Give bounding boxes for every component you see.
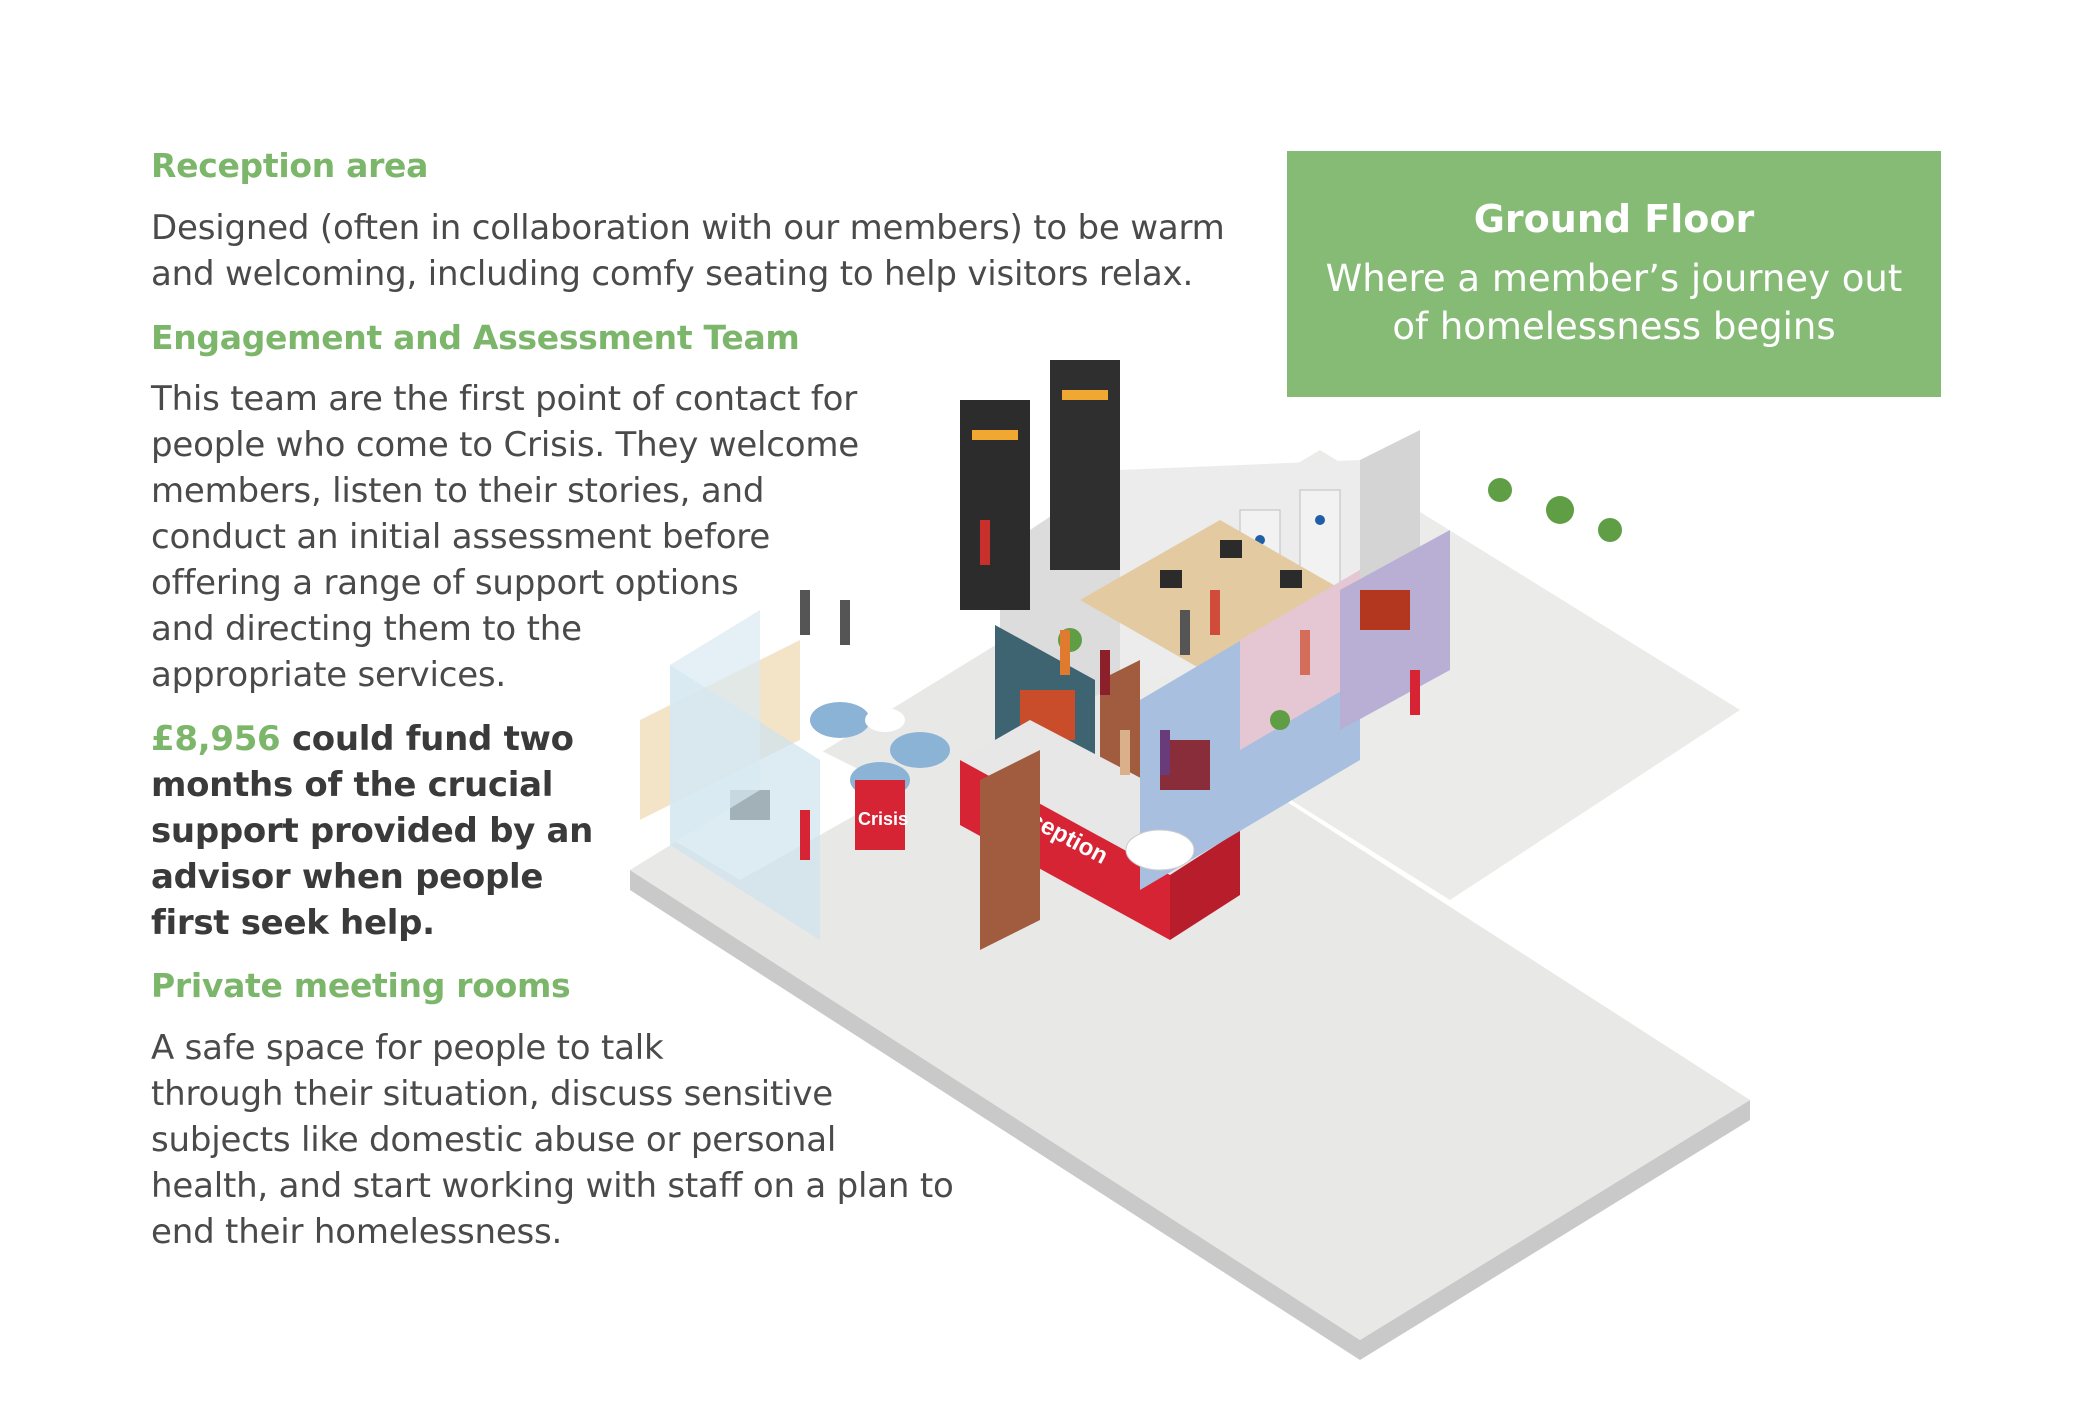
ground-floor-banner: Ground Floor Where a member’s journey ou… [1287,151,1941,397]
reception-area-description: Designed (often in collaboration with ou… [151,205,1225,297]
text-line: appropriate services. [151,655,507,695]
text-line: and welcoming, including comfy seating t… [151,254,1194,294]
text-line: This team are the first point of contact… [151,379,858,419]
text-line: A safe space for people to talk [151,1028,664,1068]
text-line: subjects like domestic abuse or personal [151,1120,837,1160]
monitor-icon [1220,540,1242,558]
person-icon [1210,590,1220,635]
meeting-rooms-description: A safe space for people to talk through … [151,1025,954,1255]
text-line: health, and start working with staff on … [151,1166,954,1206]
text-line: people who come to Crisis. They welcome [151,425,860,465]
person-icon [1300,630,1310,675]
text-line: through their situation, discuss sensiti… [151,1074,834,1114]
person-icon [1180,610,1190,655]
person-icon [1410,670,1420,715]
text-line: Designed (often in collaboration with ou… [151,208,1225,248]
person-icon [980,520,990,565]
funding-amount: £8,956 [151,719,281,759]
table-icon [865,708,905,732]
funding-line: months of the crucial [151,765,554,805]
plant-icon [1598,518,1622,542]
brick-partition [980,750,1040,950]
text-line: end their homelessness. [151,1212,563,1252]
monitor-icon [1280,570,1302,588]
crisis-poster-text: Crisis [858,809,908,829]
reception-desk-side [1170,830,1240,940]
text-line: and directing them to the [151,609,582,649]
person-icon [800,590,810,635]
person-icon [1120,730,1130,775]
plant-icon [1546,496,1574,524]
reception-area-heading: Reception area [151,146,429,185]
toilet-sign-icon [1315,515,1325,525]
armchair-icon [810,702,870,738]
people-group [800,520,1420,860]
artwork-icon [1360,590,1410,630]
crisis-poster [855,780,905,850]
banner-subtitle-line: Where a member’s journey out [1325,257,1903,300]
plant-icon [1270,710,1290,730]
funding-line: advisor when people [151,857,544,897]
meeting-rooms-heading: Private meeting rooms [151,966,571,1005]
funding-highlight: £8,956 could fund two months of the cruc… [151,716,593,946]
meeting-room-glass [670,610,760,845]
floor [630,630,1750,1340]
funding-line: first seek help. [151,903,435,943]
armchair-icon [890,732,950,768]
text-line: offering a range of support options [151,563,739,603]
person-icon [1160,730,1170,775]
engagement-team-description: This team are the first point of contact… [151,376,859,698]
text-line: conduct an initial assessment before [151,517,771,557]
monitor-icon [1160,570,1182,588]
person-icon [840,600,850,645]
person-icon [800,810,810,860]
ground-floor-illustration: Reception Crisis [630,360,1750,1360]
table-icon [1125,829,1195,871]
plant-icon [1488,478,1512,502]
funding-line: support provided by an [151,811,594,851]
person-icon [1060,630,1070,675]
funding-line: £8,956 could fund two [151,716,593,762]
person-icon [1100,650,1110,695]
funding-text: could fund two [280,719,574,759]
banner-title: Ground Floor [1473,197,1755,241]
text-line: members, listen to their stories, and [151,471,765,511]
engagement-team-heading: Engagement and Assessment Team [151,318,800,357]
banner-subtitle-line: of homelessness begins [1392,305,1836,348]
banner-subtitle: Where a member’s journey out of homeless… [1287,255,1941,351]
